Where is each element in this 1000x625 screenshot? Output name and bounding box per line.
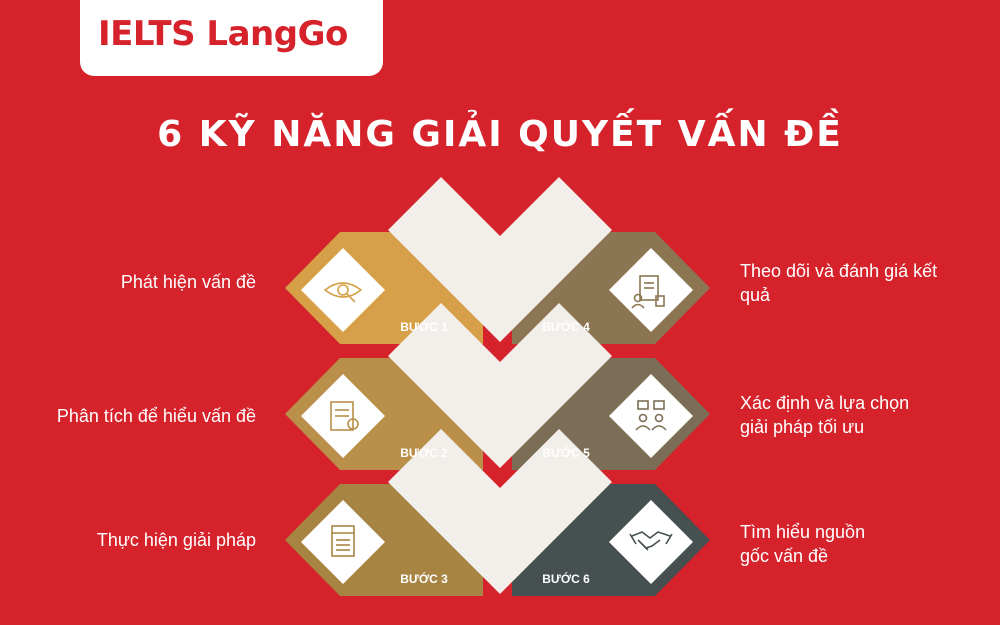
chevron-3 <box>388 429 612 594</box>
icon-diamond-4 <box>609 248 693 332</box>
icon-diamond-1 <box>301 248 385 332</box>
step-label-3: Thực hiện giải pháp <box>96 530 256 550</box>
logo-text: IELTS LangGo <box>98 14 348 54</box>
handshake-icon <box>629 531 673 551</box>
logo-box: IELTS LangGo <box>80 0 383 76</box>
icon-diamond-5 <box>609 374 693 458</box>
document-certificate-icon <box>330 401 359 431</box>
solution-document-icon <box>331 525 355 557</box>
icon-diamond-6 <box>609 500 693 584</box>
eye-magnifier-icon <box>323 282 363 303</box>
icon-diamond-3 <box>301 500 385 584</box>
step-label-1: Phát hiện vấn đề <box>120 272 256 292</box>
step-label-2: Phân tích để hiểu vấn đề <box>56 406 256 426</box>
step-badge-2: BƯỚC 2 <box>400 445 448 460</box>
step-badge-6: BƯỚC 6 <box>542 571 590 586</box>
report-chart-icon <box>631 275 665 309</box>
discussion-people-icon <box>635 400 667 431</box>
chevron-1 <box>388 177 612 342</box>
step-label-5: Xác định và lựa chọn giải pháp tối ưu <box>740 393 910 437</box>
step-label-6: Tìm hiểu nguồn gốc vấn đề <box>740 522 866 566</box>
step-label-4: Theo dõi và đánh giá kết quả <box>740 261 938 305</box>
icon-diamond-2 <box>301 374 385 458</box>
chevron-2 <box>388 303 612 468</box>
page-title: 6 KỸ NĂNG GIẢI QUYẾT VẤN ĐỀ <box>157 114 843 155</box>
step-badge-3: BƯỚC 3 <box>400 571 448 586</box>
step-badge-1: BƯỚC 1 <box>400 319 448 334</box>
step-badge-5: BƯỚC 5 <box>542 445 590 460</box>
step-badge-4: BƯỚC 4 <box>542 319 590 334</box>
